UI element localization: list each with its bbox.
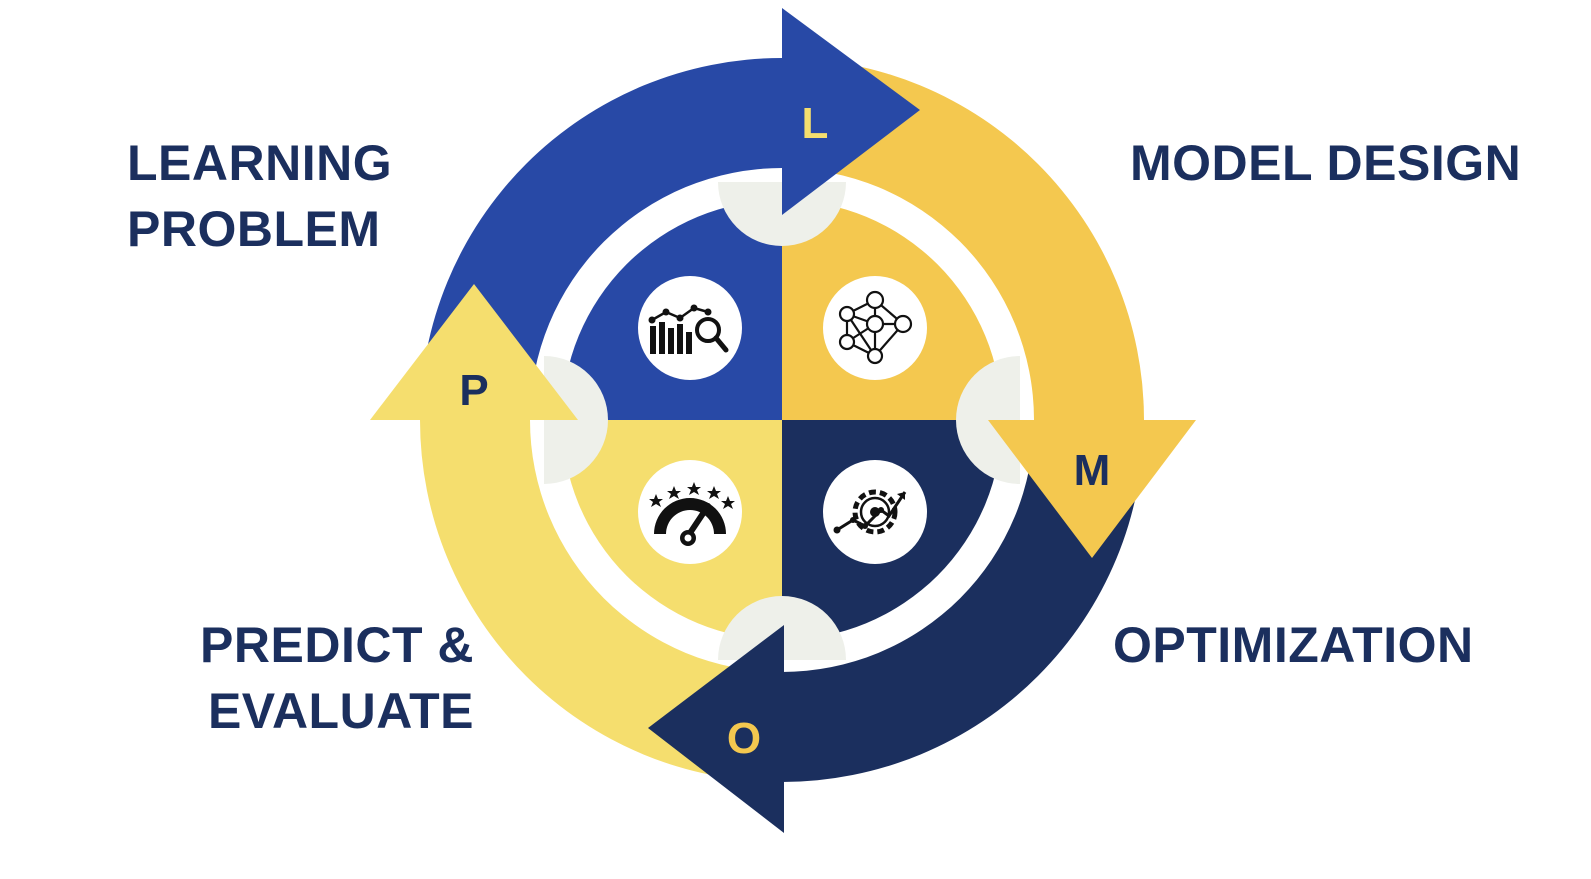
ring-segment-model [782, 58, 1144, 420]
ring-segment-predict [420, 420, 782, 782]
icon-circle-predict [638, 460, 742, 564]
letter-p: P [459, 366, 488, 415]
neural-network-icon [838, 290, 913, 365]
stage-label-learning-problem: LEARNING PROBLEM [127, 130, 392, 262]
letter-m: M [1074, 446, 1111, 495]
label-line: EVALUATE [207, 683, 474, 739]
letter-o: O [727, 714, 761, 763]
label-line: PREDICT & [200, 617, 474, 673]
label-line: OPTIMIZATION [1113, 617, 1474, 673]
stage-label-predict-evaluate: PREDICT & EVALUATE [200, 612, 474, 744]
label-line: PROBLEM [127, 201, 381, 257]
arrowhead-l [782, 8, 920, 215]
arrowhead-m [988, 420, 1196, 558]
gear-trend-icon [833, 489, 907, 535]
letter-l: L [802, 99, 829, 148]
arrowhead-o [648, 625, 784, 833]
label-line: LEARNING [127, 135, 393, 191]
chart-magnifier-icon [648, 304, 729, 354]
label-line: MODEL DESIGN [1130, 135, 1522, 191]
ring-segment-optimization [782, 420, 1144, 782]
gauge-stars-icon [649, 482, 735, 546]
stage-label-model-design: MODEL DESIGN [1130, 130, 1521, 196]
arrowhead-p [370, 284, 578, 420]
stage-label-optimization: OPTIMIZATION [1113, 612, 1474, 678]
ring-segment-learning [420, 58, 782, 420]
